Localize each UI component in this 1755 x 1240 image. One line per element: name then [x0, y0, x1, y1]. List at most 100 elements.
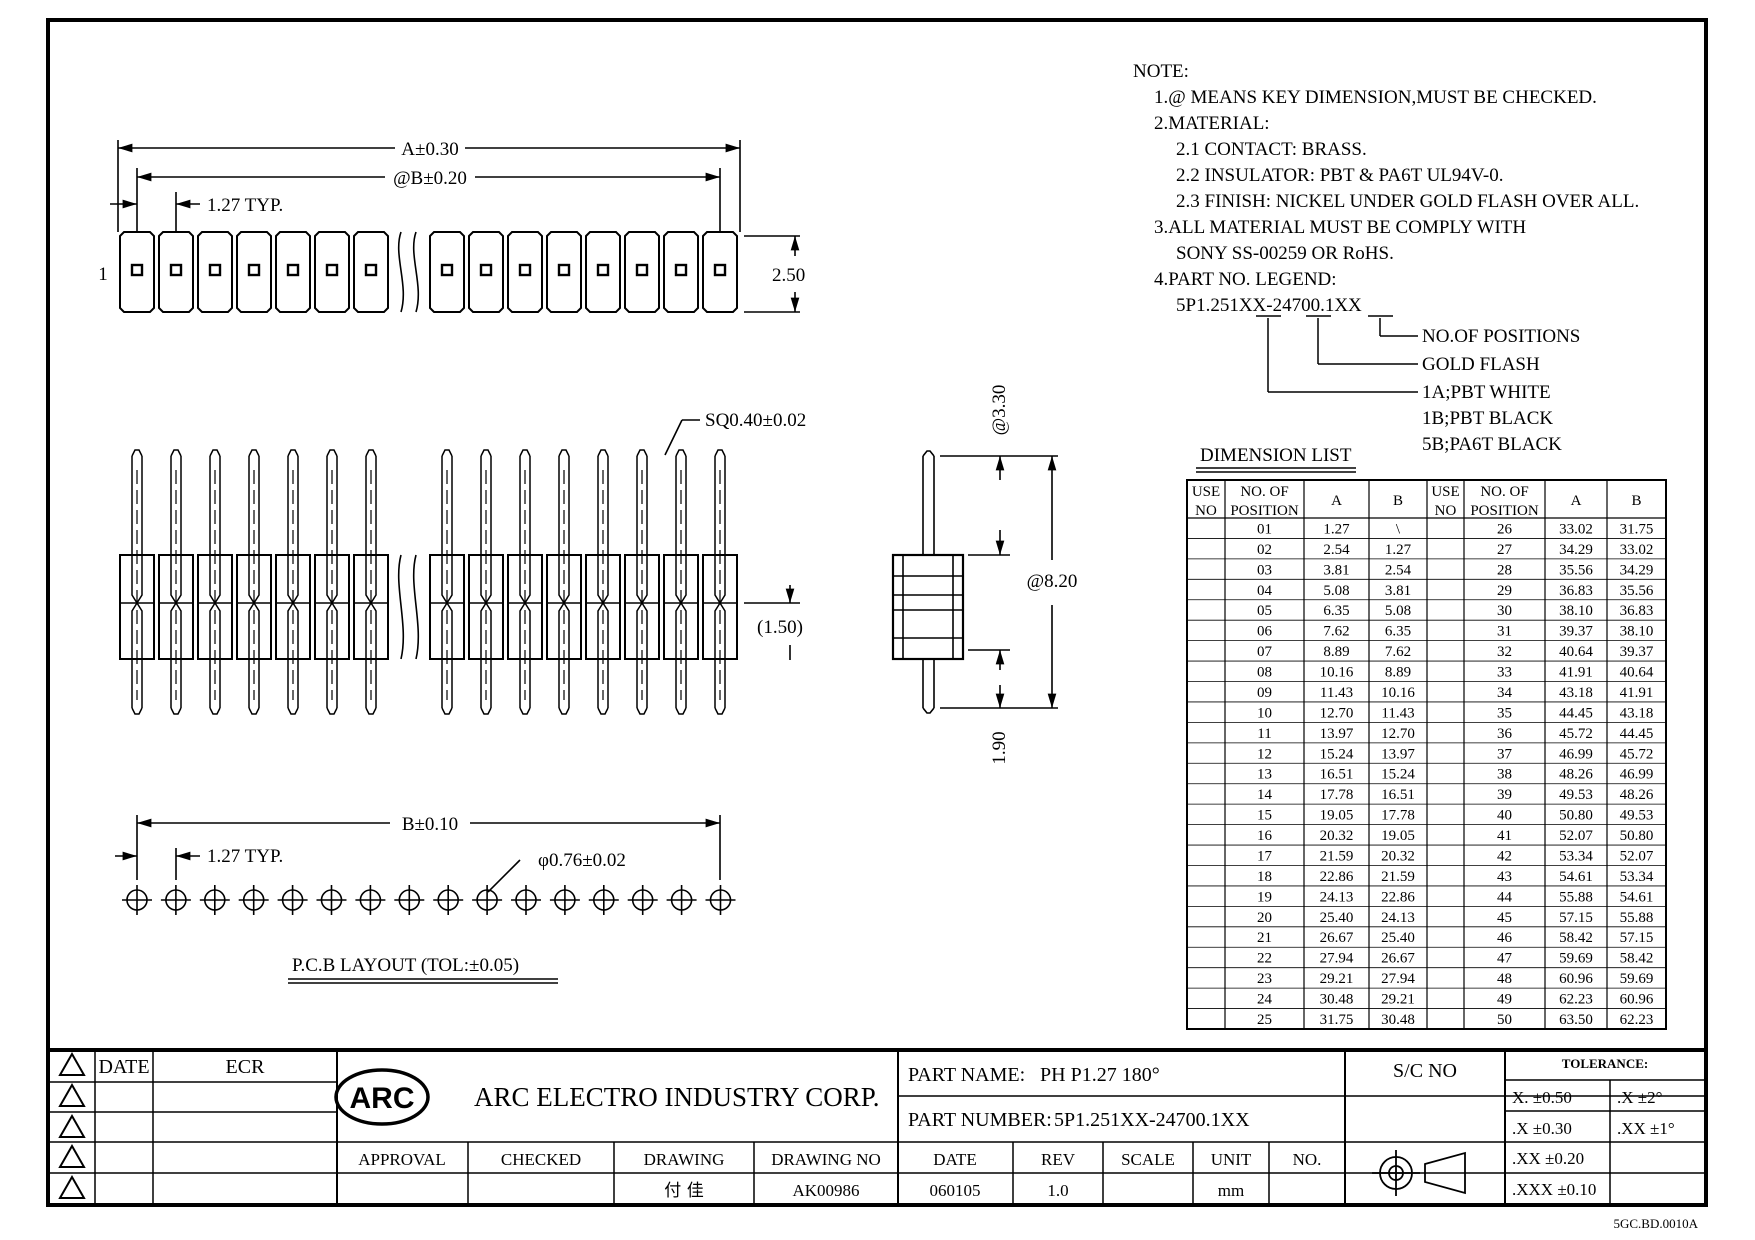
table-cell: 29.21 [1381, 992, 1415, 1008]
table-cell: 5.08 [1385, 603, 1411, 619]
pin-square [557, 263, 571, 277]
pin-tip [675, 449, 687, 457]
part-number-value: 5P1.251XX-24700.1XX [1054, 1109, 1250, 1131]
insulator-cell [353, 554, 389, 660]
table-cell: 03 [1257, 562, 1272, 578]
date-value: 060105 [930, 1181, 981, 1200]
unit-header: UNIT [1211, 1150, 1252, 1169]
pin-tip [597, 449, 609, 457]
pin-tip [441, 449, 453, 457]
table-header: NO. OF [1240, 484, 1288, 500]
insulator-cell [236, 554, 272, 660]
table-cell: 25.40 [1320, 910, 1354, 926]
front-view-dimensions [664, 419, 800, 660]
table-cell: 05 [1257, 603, 1272, 619]
break-line [397, 554, 405, 660]
pin-in-body [287, 601, 299, 659]
pin-in-body [326, 601, 338, 659]
table-cell: 11 [1257, 726, 1271, 742]
insulator-cell [507, 554, 543, 660]
pcb-hole [472, 885, 503, 915]
pin-square [325, 263, 339, 277]
pin-in-body [441, 601, 453, 659]
table-cell: 40.64 [1620, 665, 1654, 681]
pin-tip [519, 707, 531, 715]
insulator-cell [119, 554, 155, 660]
table-cell: 46 [1497, 930, 1513, 946]
table-cell: 16.51 [1320, 767, 1354, 783]
table-cell: 39.37 [1620, 644, 1654, 660]
pin-cell-outline [158, 231, 194, 313]
table-cell: 24.13 [1320, 889, 1354, 905]
table-cell: 57.15 [1559, 910, 1593, 926]
table-cell: 33 [1497, 665, 1512, 681]
pin-in-body [519, 601, 531, 659]
note-line: 2.MATERIAL: [1154, 113, 1270, 134]
tolerance-value: .XXX ±0.10 [1512, 1180, 1596, 1199]
front-offset-label: (1.50) [757, 617, 803, 638]
table-cell: 43.18 [1559, 685, 1593, 701]
drawing-no-value: AK00986 [792, 1181, 859, 1200]
table-cell: 44 [1497, 889, 1513, 905]
pin-cell [197, 231, 233, 313]
pin-cell-outline [353, 231, 389, 313]
table-cell: 7.62 [1323, 624, 1349, 640]
side-bottom-length-label: 1.90 [989, 731, 1010, 764]
sc-no-label: S/C NO [1393, 1060, 1457, 1082]
table-cell: 37 [1497, 746, 1513, 762]
table-cell: 5.08 [1323, 583, 1349, 599]
note-line: 2.3 FINISH: NICKEL UNDER GOLD FLASH OVER… [1176, 191, 1639, 212]
tolerance-value: .X ±2° [1617, 1088, 1662, 1107]
table-cell: 48.26 [1620, 787, 1654, 803]
table-cell: 20.32 [1320, 828, 1354, 844]
projection-symbol-icon [1372, 1150, 1466, 1196]
table-cell: 26 [1497, 521, 1513, 537]
table-cell: 40.64 [1559, 644, 1593, 660]
table-cell: 59.69 [1620, 971, 1654, 987]
table-cell: 10.16 [1320, 665, 1354, 681]
top-dim-a-label: A±0.30 [401, 139, 458, 160]
table-cell: 13 [1257, 767, 1272, 783]
legend-part-number: 5P1.251XX-24700.1XX [1176, 295, 1362, 316]
note-line: 2.1 CONTACT: BRASS. [1176, 139, 1367, 160]
pcb-hole [316, 885, 347, 915]
table-cell: 30.48 [1381, 1012, 1415, 1028]
side-view [891, 450, 1058, 714]
note-line: 3.ALL MATERIAL MUST BE COMPLY WITH [1154, 217, 1526, 238]
pin-tip [365, 707, 377, 715]
rev-header: REV [1041, 1150, 1076, 1169]
drawing-by-value: 付 佳 [664, 1181, 703, 1201]
pin-square [635, 263, 649, 277]
front-pin [468, 449, 504, 715]
table-cell: 27.94 [1381, 971, 1415, 987]
pin-tip [480, 707, 492, 715]
revision-triangle-icon [58, 1082, 86, 1107]
table-cell: 01 [1257, 521, 1272, 537]
drawing-no-header: DRAWING NO [771, 1150, 881, 1169]
table-cell: 62.23 [1620, 1012, 1654, 1028]
date-header: DATE [933, 1150, 976, 1169]
front-pin [429, 449, 465, 715]
top-view-pin-cells [119, 231, 738, 313]
table-cell: 17.78 [1381, 808, 1415, 824]
pin-tip [170, 707, 182, 715]
table-cell: 8.89 [1323, 644, 1349, 660]
table-cell: 10 [1257, 705, 1272, 721]
approval-header: APPROVAL [358, 1150, 446, 1169]
table-cell: 31.75 [1620, 521, 1654, 537]
pin-square [674, 263, 688, 277]
pin-tip [480, 449, 492, 457]
pin-one-label: 1 [98, 264, 108, 285]
legend-color-option: 1A;PBT WHITE [1422, 382, 1551, 403]
insulator-cell [585, 554, 621, 660]
table-cell: 60.96 [1559, 971, 1593, 987]
insulator-cell [197, 554, 233, 660]
pcb-hole [277, 885, 308, 915]
